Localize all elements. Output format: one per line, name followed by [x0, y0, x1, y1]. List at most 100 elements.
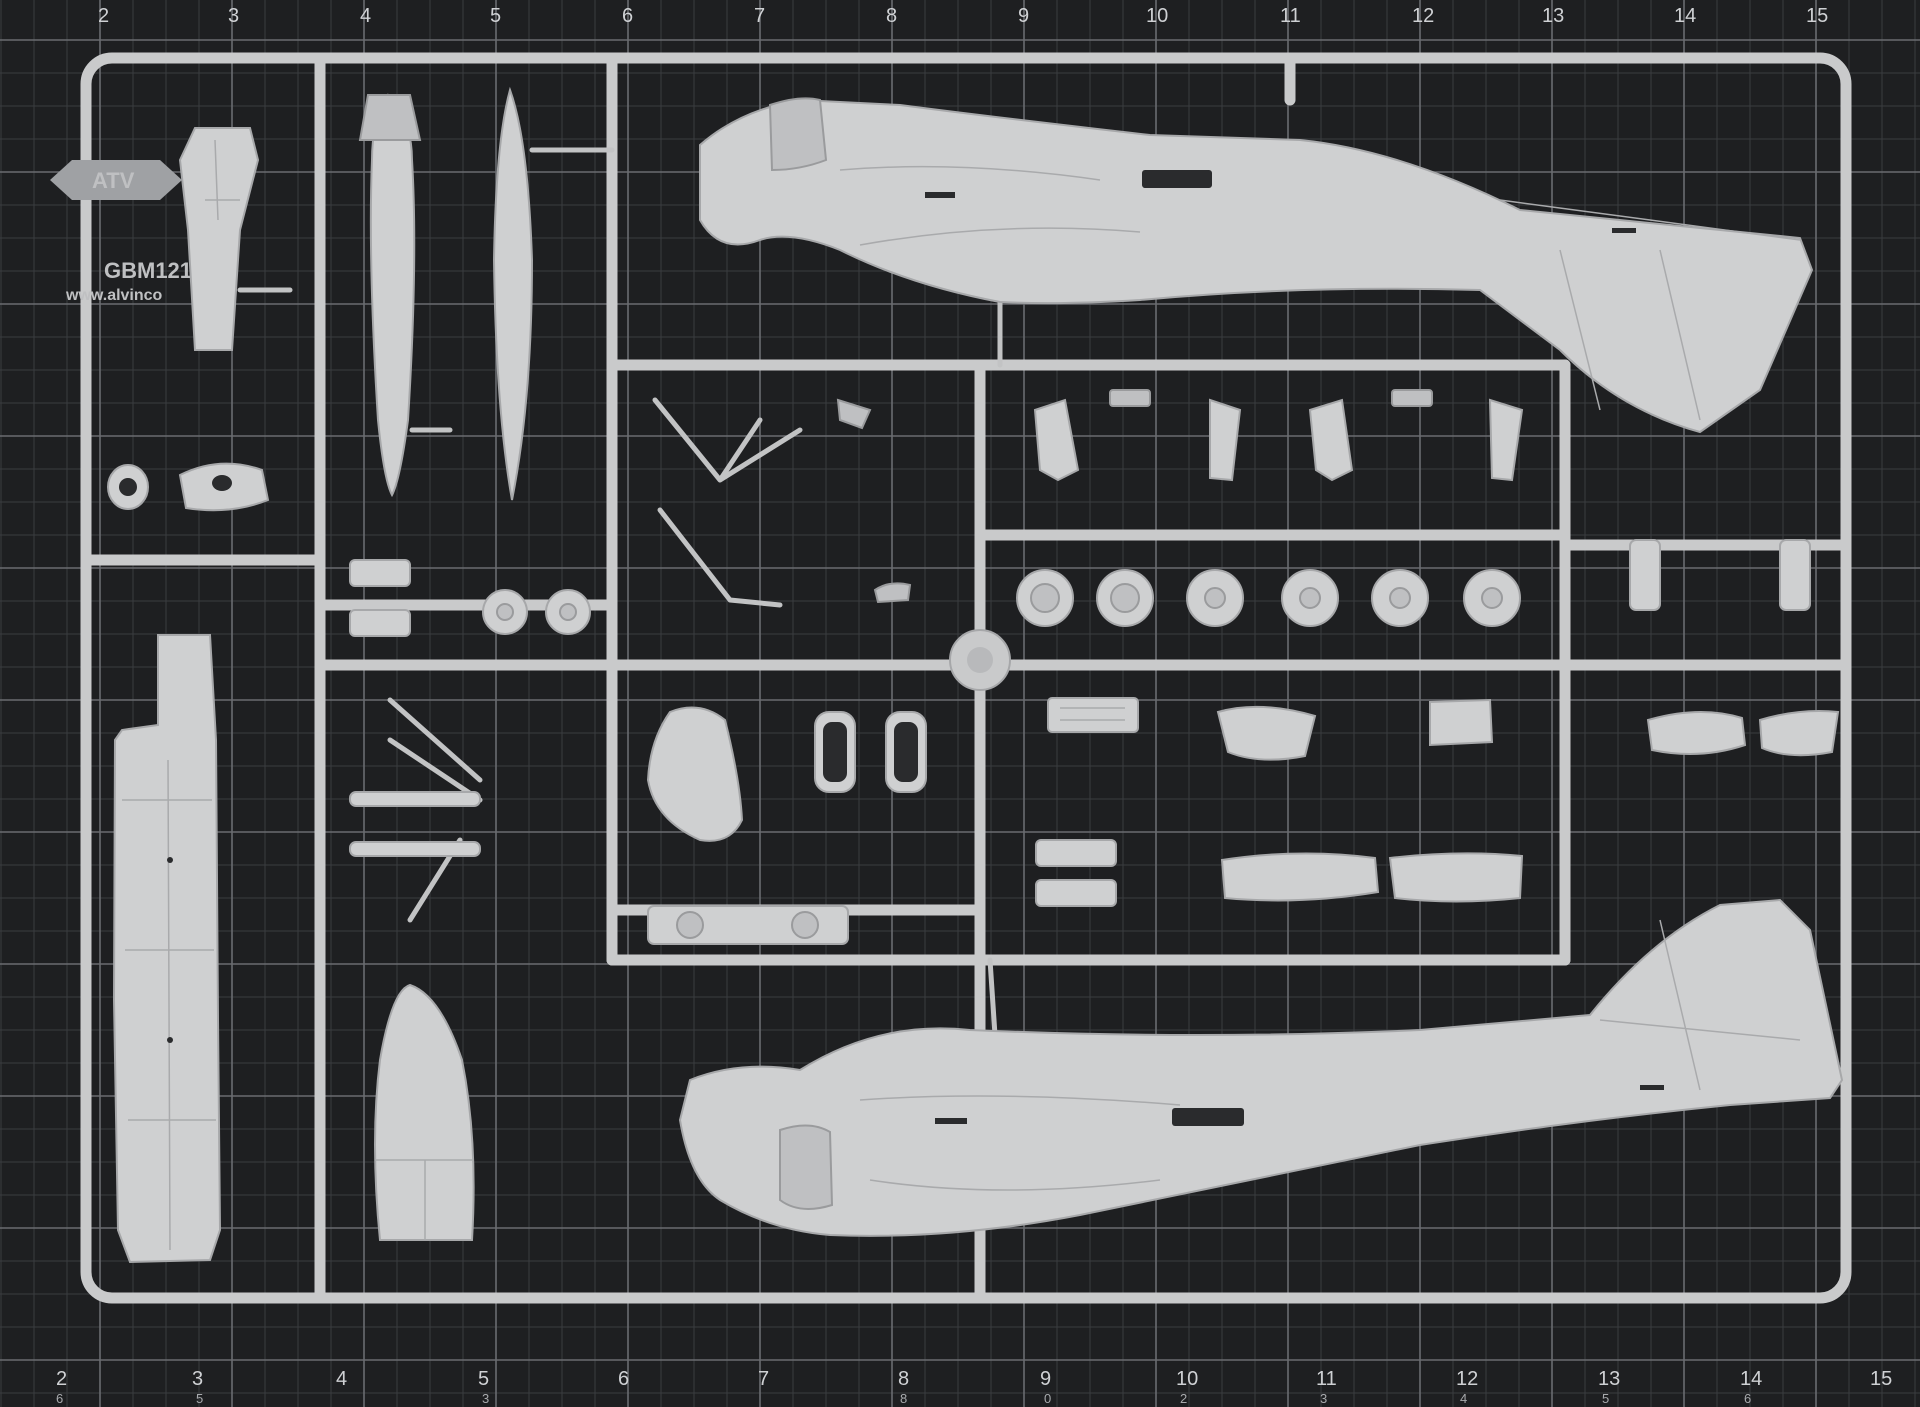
bottom-ruler-label: 14 [1740, 1368, 1762, 1390]
bottom-ruler-sublabel: 4 [1460, 1391, 1467, 1406]
sprue-frame [80, 52, 1852, 1304]
part-fin-tips [1629, 539, 1811, 611]
bottom-ruler-label: 2 [56, 1368, 67, 1390]
part-a-frame-struts [652, 397, 912, 608]
bottom-ruler-sublabel: 2 [1180, 1391, 1187, 1406]
part-shape [1388, 852, 1524, 903]
part-detail [859, 919, 1801, 1191]
bottom-ruler-label: 15 [1870, 1368, 1892, 1390]
bottom-ruler-label: 5 [478, 1368, 489, 1390]
top-ruler-label: 3 [228, 5, 239, 27]
part-detail [1109, 389, 1151, 407]
kit-code-text: GBM121 [104, 258, 192, 283]
part-detail [205, 139, 240, 221]
top-ruler-label: 6 [622, 5, 633, 27]
part-gate [987, 957, 998, 1038]
part-shape [1209, 398, 1242, 482]
part-shape [836, 398, 872, 430]
top-ruler-label: 12 [1412, 5, 1434, 27]
part-detail [676, 911, 704, 939]
bottom-ruler-sublabel: 3 [482, 1391, 489, 1406]
part-shape [178, 127, 260, 351]
top-ruler-label: 2 [98, 5, 109, 27]
bottom-ruler-label: 10 [1176, 1368, 1198, 1390]
part-fuselage-half-lower [678, 898, 1844, 1237]
part-shape [1035, 839, 1117, 867]
part-shape [1779, 539, 1811, 611]
part-shape [1220, 852, 1380, 902]
part-shape [1033, 398, 1080, 482]
bottom-ruler-label: 11 [1316, 1368, 1337, 1390]
part-detail [935, 1118, 967, 1124]
top-ruler-label: 7 [754, 5, 765, 27]
part-detail [119, 478, 137, 496]
part-shape [699, 98, 1814, 434]
bottom-ruler-sublabel: 8 [900, 1391, 907, 1406]
part-gear-tray [647, 905, 849, 945]
part-canopy-frames [814, 711, 927, 793]
top-ruler-label: 13 [1542, 5, 1564, 27]
part-detail [375, 1159, 472, 1240]
brand-logo-text: ATV [92, 168, 135, 193]
top-ruler-label: 5 [490, 5, 501, 27]
part-wheel-hub [1204, 587, 1226, 609]
part-shape [1488, 398, 1524, 482]
part-shape [1047, 697, 1139, 733]
bottom-ruler-label: 3 [192, 1368, 203, 1390]
top-ruler-label: 10 [1146, 5, 1168, 27]
part-radome [374, 983, 475, 1241]
part-detail [167, 1037, 173, 1043]
part-detail [1060, 707, 1125, 721]
top-ruler-label: 11 [1280, 5, 1301, 27]
bottom-ruler-sublabel: 3 [1320, 1391, 1327, 1406]
part-shape [1035, 879, 1117, 907]
part-nose-strut [178, 127, 293, 351]
part-detail [925, 192, 955, 198]
part-shape [349, 791, 481, 807]
part-tailplane-halves [1646, 710, 1840, 757]
part-gate [652, 397, 803, 608]
part-shape [1429, 698, 1494, 747]
part-detail [839, 165, 1801, 421]
part-shape [1308, 398, 1354, 482]
part-wheel-hub [1110, 583, 1140, 613]
part-shape [369, 93, 416, 498]
top-ruler: 2 3 4 5 6 7 8 9 10 11 12 13 14 15 [98, 5, 1828, 27]
part-intake-face [779, 1124, 834, 1210]
part-drop-tank-right [492, 86, 615, 501]
part-shape [678, 898, 1844, 1237]
part-shape [492, 86, 534, 501]
top-ruler-label: 4 [360, 5, 371, 27]
part-shape [873, 582, 912, 604]
part-detail [894, 722, 918, 782]
brand-logo-plate [50, 160, 182, 200]
bottom-ruler-label: 12 [1456, 1368, 1478, 1390]
bottom-ruler-label: 6 [618, 1368, 629, 1390]
part-small-wheels [349, 559, 591, 637]
part-engine-intake-small [107, 462, 270, 512]
part-detail [791, 911, 819, 939]
brand-url-text: www.alvinco [65, 287, 163, 304]
part-intake-cover [1216, 698, 1494, 761]
part-detail [823, 722, 847, 782]
part-shape [349, 609, 411, 637]
part-landing-gear-struts [349, 697, 483, 923]
part-shape [349, 559, 411, 587]
bottom-ruler-sublabel: 5 [196, 1391, 203, 1406]
manufacturer-branding: ATV GBM121 www.alvinco [50, 160, 192, 304]
part-detail [559, 603, 577, 621]
part-shape [374, 983, 475, 1241]
sprue-injection-point [967, 647, 993, 673]
part-drop-tank-left [358, 93, 453, 498]
bottom-ruler: 2 3 4 5 6 7 8 9 10 11 12 13 14 15 6 5 3 … [56, 1368, 1892, 1406]
sprue-outer-frame [80, 52, 1852, 1304]
top-ruler-label: 14 [1674, 5, 1696, 27]
part-canopy-bubble [646, 706, 744, 842]
part-fuselage-bottom-panel [112, 634, 222, 1264]
bottom-ruler-label: 13 [1598, 1368, 1620, 1390]
part-fuselage-half-upper [699, 97, 1814, 434]
part-detail [496, 603, 514, 621]
part-instrument-panel [1047, 697, 1139, 733]
